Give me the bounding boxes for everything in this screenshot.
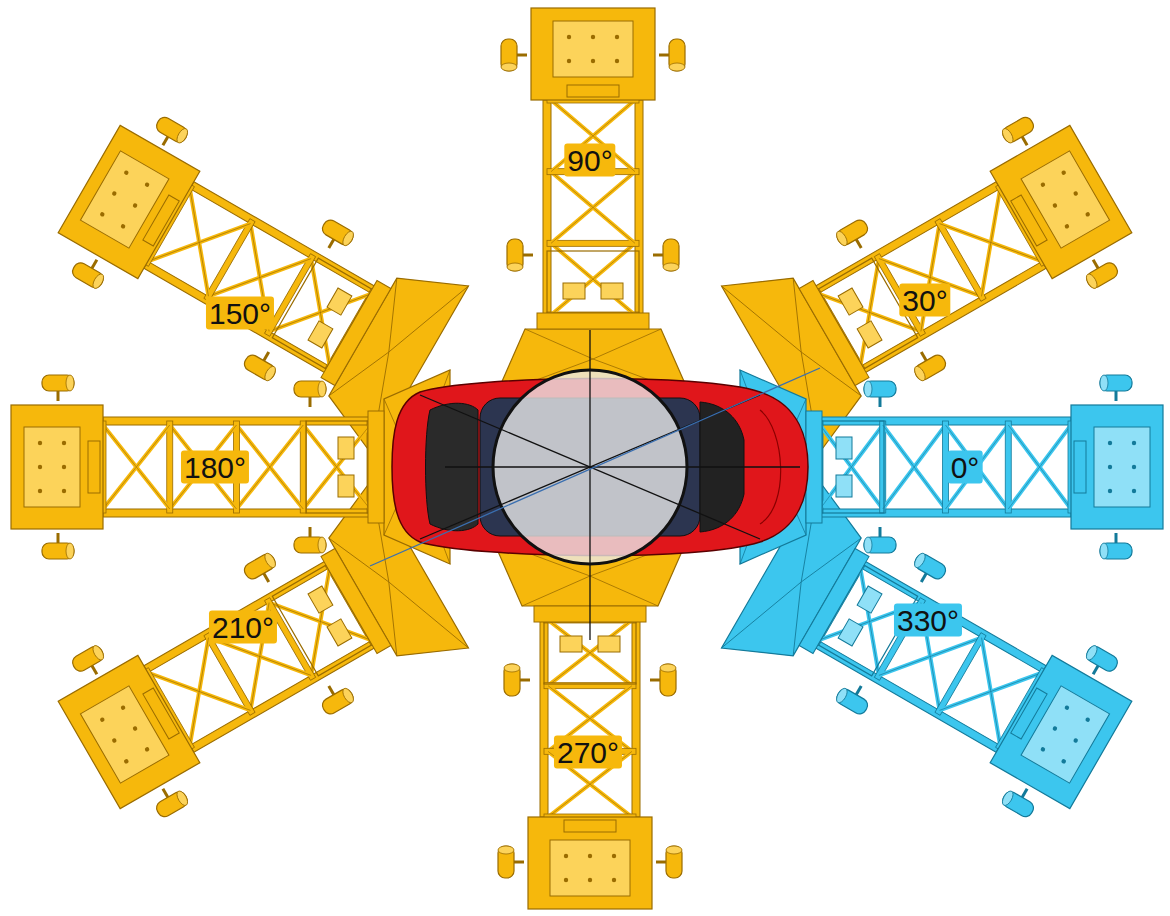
- angle-label: 90°: [564, 144, 615, 177]
- test-rig-arm: [11, 370, 450, 564]
- test-rig-arm: [496, 8, 690, 395]
- angle-label: 150°: [206, 297, 274, 330]
- angle-label: 30°: [899, 284, 950, 317]
- angle-label: 210°: [209, 611, 277, 644]
- angle-label: 0°: [948, 451, 983, 484]
- angle-label: 270°: [554, 736, 622, 769]
- angle-label: 180°: [181, 451, 249, 484]
- angle-label: 330°: [894, 604, 962, 637]
- reference-lines: [370, 330, 820, 640]
